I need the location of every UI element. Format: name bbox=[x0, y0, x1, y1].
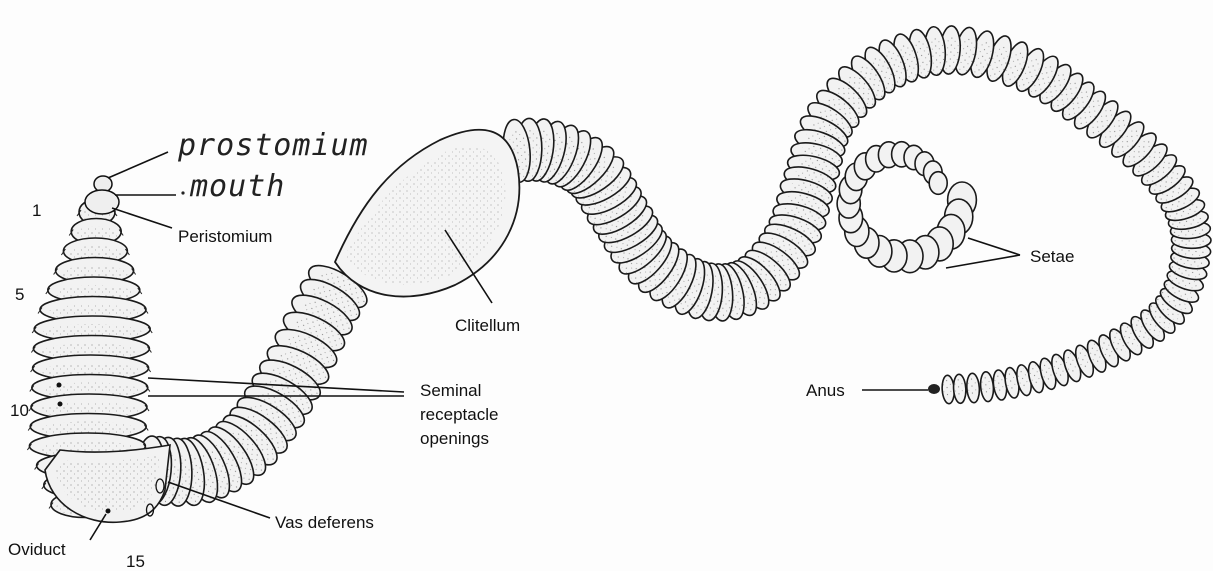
oviduct-opening bbox=[106, 509, 111, 514]
segment-number-15: 15 bbox=[126, 552, 145, 571]
label-peristomium: Peristomium bbox=[178, 227, 272, 246]
segment-number-1: 1 bbox=[32, 201, 41, 220]
segment-number-10: 10 bbox=[10, 401, 29, 420]
label-anus: Anus bbox=[806, 381, 845, 400]
leader-setae-2 bbox=[946, 255, 1020, 268]
handwritten-prostomium: prostomium bbox=[177, 128, 369, 163]
leader-setae-1 bbox=[968, 238, 1020, 255]
worm-body bbox=[133, 25, 1211, 508]
anus bbox=[928, 384, 940, 394]
handwritten-dot bbox=[181, 191, 184, 194]
segment-number-5: 5 bbox=[15, 285, 24, 304]
body-segment bbox=[979, 371, 994, 402]
label-oviduct: Oviduct bbox=[8, 540, 66, 559]
seminal-opening-1 bbox=[57, 383, 62, 388]
body-segment bbox=[966, 373, 980, 403]
label-vas-deferens: Vas deferens bbox=[275, 513, 374, 532]
label-clitellum: Clitellum bbox=[455, 316, 520, 335]
leader-peristomium bbox=[112, 208, 172, 228]
label-seminal-3: openings bbox=[420, 429, 489, 448]
label-seminal-1: Seminal bbox=[420, 381, 481, 400]
leader-prostomium bbox=[108, 152, 168, 178]
peristomium bbox=[85, 190, 119, 214]
label-seminal-2: receptacle bbox=[420, 405, 498, 424]
body-segment bbox=[953, 374, 967, 404]
anterior-segments bbox=[27, 199, 170, 522]
seminal-opening-2 bbox=[58, 402, 63, 407]
coil-segment bbox=[929, 172, 947, 195]
handwritten-mouth: mouth bbox=[189, 169, 285, 204]
label-setae: Setae bbox=[1030, 247, 1074, 266]
